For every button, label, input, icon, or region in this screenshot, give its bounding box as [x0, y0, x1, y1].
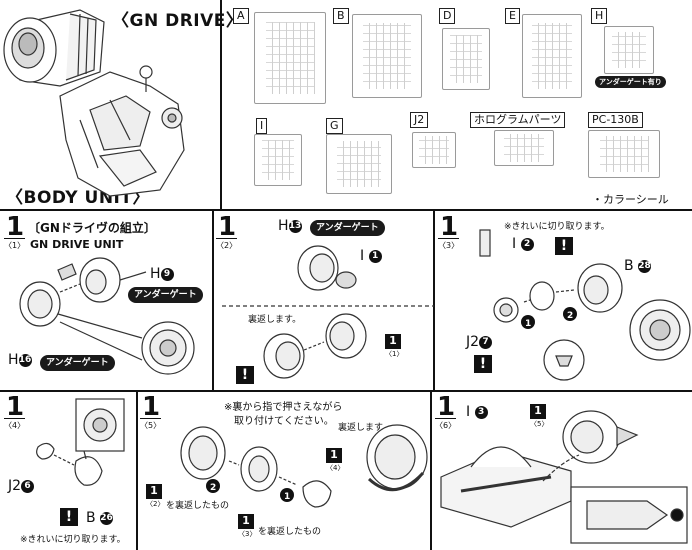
step-title: 〔GNドライヴの組立〕 — [28, 221, 156, 235]
step5-illustration: 2 1 — [180, 424, 428, 508]
divider — [136, 391, 138, 550]
runner-g-image — [326, 134, 392, 194]
step-reference: 1〈3〉 — [238, 514, 257, 538]
part-b26-label: B 26 — [86, 510, 114, 526]
step-reference: 1〈4〉 — [326, 448, 345, 472]
part-number-circle: 7 — [479, 335, 493, 349]
step-number: 1 — [6, 212, 25, 242]
part-number-circle: 26 — [100, 511, 114, 525]
runner-pc130b-image — [588, 130, 660, 178]
arrow-step-1: 1 — [284, 492, 290, 502]
arrow-step-1: 1 — [525, 319, 531, 329]
step6-illustration — [440, 410, 688, 544]
gn-drive-illustration — [3, 9, 185, 197]
step-substep: 〈5〉 — [140, 418, 162, 431]
divider — [430, 391, 432, 550]
caution-mark: ! — [555, 237, 573, 255]
flip-note: 裏返します。 — [248, 315, 302, 325]
arrow-step-2: 2 — [567, 311, 573, 321]
part-number-circle: 1 — [368, 249, 382, 263]
flip-note: 裏返します。 — [338, 423, 392, 433]
runner-d-image — [442, 28, 490, 90]
press-note-line2: 取り付けてください。 — [234, 416, 334, 427]
cut-note: ※きれいに切り取ります。 — [504, 222, 610, 232]
part-i3-label: I 3 — [466, 404, 488, 420]
step-substep: 〈1〉 — [4, 238, 26, 251]
runner-label-g: G — [326, 118, 343, 134]
step-number: 1 — [6, 392, 25, 422]
step-number: 1 — [440, 212, 459, 242]
step-number: 1 — [218, 212, 237, 242]
step4-illustration — [36, 398, 125, 486]
step-substep: 〈2〉 — [216, 238, 238, 251]
undergate-badge: アンダーゲート — [40, 355, 115, 371]
color-seal-label: ・カラーシール — [592, 193, 669, 206]
divider — [0, 390, 692, 392]
runner-i-image — [254, 134, 302, 186]
step-reference: 1〈5〉 — [530, 404, 549, 428]
undergate-badge: アンダーゲート — [128, 287, 203, 303]
runner-label-h: H — [591, 8, 608, 24]
press-note-line1: ※裏から指で押さえながら — [224, 402, 343, 413]
undergate-badge: アンダーゲート — [310, 220, 385, 236]
part-i1-label: I 1 — [360, 248, 382, 264]
part-number-circle: 9 — [160, 267, 174, 281]
caution-mark: ! — [236, 366, 254, 384]
runner-label-pc130b: PC-130B — [588, 112, 643, 128]
step-reference: 1〈1〉 — [385, 334, 404, 358]
runner-hologram-image — [494, 130, 554, 166]
step-subtitle: GN DRIVE UNIT — [30, 238, 124, 251]
runner-h-undergate-badge: アンダーゲート有り — [595, 76, 666, 88]
step1-illustration — [19, 257, 195, 375]
runner-label-a: A — [233, 8, 249, 24]
cut-note: ※きれいに切り取ります。 — [20, 535, 126, 545]
caution-mark: ! — [474, 355, 492, 373]
divider — [212, 210, 214, 392]
step-substep: 〈6〉 — [435, 418, 457, 431]
part-number-circle: 28 — [638, 259, 652, 273]
runner-j2-image — [412, 132, 456, 168]
part-number-circle: 16 — [18, 353, 32, 367]
runner-label-b: B — [333, 8, 349, 24]
divider — [433, 210, 435, 392]
gn-drive-title: 〈GN DRIVE〉 — [112, 11, 244, 31]
runner-a-image — [254, 12, 326, 104]
part-h16-label: H16 — [8, 352, 32, 368]
runner-label-d: D — [439, 8, 456, 24]
flipped-note: を裏返したもの — [166, 501, 230, 511]
step3-illustration: 1 2 — [479, 229, 691, 381]
runner-label-j2: J2 — [410, 112, 429, 128]
part-number-circle: 2 — [520, 237, 534, 251]
divider — [0, 209, 692, 211]
step-reference: 1〈2〉 — [146, 484, 165, 508]
step-number: 1 — [142, 392, 161, 422]
part-number-circle: 6 — [21, 479, 35, 493]
runner-label-e: E — [505, 8, 520, 24]
runner-label-hologram: ホログラムパーツ — [470, 112, 566, 128]
runner-label-i: I — [256, 118, 268, 134]
arrow-step-2: 2 — [210, 483, 216, 493]
step-substep: 〈4〉 — [4, 418, 26, 431]
part-h13-label: H13 — [278, 218, 302, 234]
flipped-note: を裏返したもの — [258, 527, 322, 537]
part-i2-label: I 2 — [512, 236, 534, 252]
runner-h-image — [604, 26, 654, 74]
step2-illustration — [222, 245, 434, 379]
part-number-circle: 13 — [288, 219, 302, 233]
part-number-circle: 3 — [474, 405, 488, 419]
runner-e-image — [522, 14, 582, 98]
divider — [220, 0, 222, 210]
part-b28-label: B 28 — [624, 258, 652, 274]
caution-mark: ! — [60, 508, 78, 526]
runner-b-image — [352, 14, 422, 98]
step-number: 1 — [437, 392, 456, 422]
step-substep: 〈3〉 — [438, 238, 460, 251]
